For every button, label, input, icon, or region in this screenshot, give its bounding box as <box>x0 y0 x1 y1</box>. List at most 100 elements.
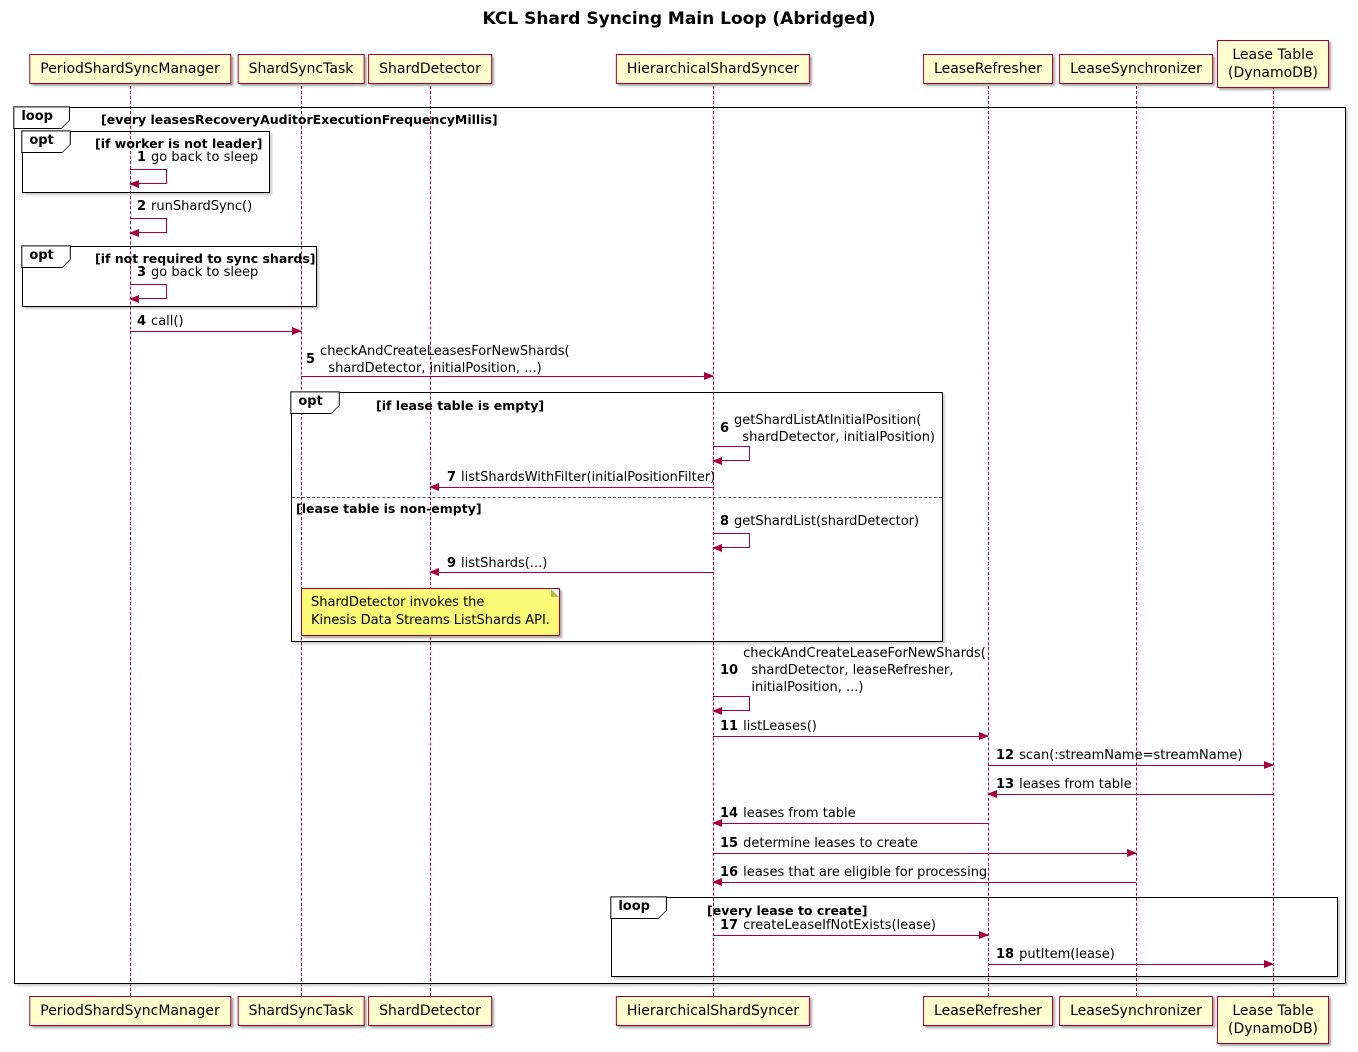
lifeline-leasesynchronizer <box>1136 86 1137 996</box>
participant-bottom-leasesynchronizer: LeaseSynchronizer <box>1059 996 1213 1027</box>
message-arrow-9 <box>429 568 713 576</box>
participant-top-hierarchicalshardsyncer: HierarchicalShardSyncer <box>615 54 811 85</box>
message-label-13: 13 leases from table <box>996 777 1132 794</box>
message-arrow-7 <box>429 483 713 491</box>
message-number: 10 <box>720 662 739 678</box>
message-number: 16 <box>720 865 739 880</box>
message-label-11: 11 listLeases() <box>720 719 817 736</box>
message-text: determine leases to create <box>743 836 918 851</box>
message-label-18: 18 putItem(lease) <box>996 947 1115 964</box>
message-label-1: 1 go back to sleep <box>137 150 258 167</box>
opt-shards-operator: opt <box>22 246 69 267</box>
message-label-16: 16 leases that are eligible for processi… <box>720 865 987 882</box>
message-arrow-12 <box>988 761 1274 769</box>
message-arrow-14 <box>712 819 988 827</box>
lifeline-shardsynctask <box>301 86 302 996</box>
outer-loop-operator: loop <box>14 107 69 128</box>
message-text: listLeases() <box>743 719 817 734</box>
message-number: 8 <box>720 514 730 529</box>
message-number: 5 <box>306 352 316 368</box>
opt-lease-frame: opt [if lease table is empty] [lease tab… <box>291 392 943 642</box>
lifeline-leaserefresher <box>988 86 989 996</box>
message-number: 17 <box>720 918 739 933</box>
participant-bottom-leasetable: Lease Table (DynamoDB) <box>1216 996 1330 1045</box>
lifeline-hierarchicalshardsyncer <box>713 86 714 996</box>
message-label-12: 12 scan(:streamName=streamName) <box>996 748 1242 765</box>
participant-top-shardsynctask: ShardSyncTask <box>237 54 365 85</box>
participant-top-leasetable: Lease Table (DynamoDB) <box>1216 40 1330 89</box>
message-text: go back to sleep <box>151 265 259 280</box>
message-arrow-11 <box>713 732 989 740</box>
opt-lease-operator-tab: opt <box>290 391 339 414</box>
message-label-7: 7 listShardsWithFilter(initialPositionFi… <box>447 470 715 487</box>
lifeline-sharddetector <box>430 86 431 996</box>
message-number: 2 <box>137 199 147 214</box>
message-label-9: 9 listShards(...) <box>447 556 547 573</box>
message-arrow-18 <box>988 960 1274 968</box>
lifeline-periodshardsyncmanager <box>130 86 131 996</box>
message-text: leases from table <box>1019 777 1132 792</box>
message-text: checkAndCreateLeasesForNewShards( shardD… <box>320 344 570 376</box>
opt-shards-condition: [if not required to sync shards] <box>95 251 316 266</box>
opt-lease-else-condition: [lease table is non-empty] <box>296 501 482 516</box>
inner-loop-operator: loop <box>611 897 666 918</box>
participant-top-periodshardsyncmanager: PeriodShardSyncManager <box>29 54 231 85</box>
participant-bottom-shardsynctask: ShardSyncTask <box>237 996 365 1027</box>
message-arrow-5 <box>301 372 714 380</box>
message-text: listShards(...) <box>461 556 548 571</box>
message-text: leases from table <box>743 806 856 821</box>
message-label-3: 3 go back to sleep <box>137 265 258 282</box>
opt-worker-operator-tab: opt <box>21 130 70 153</box>
outer-loop-operator-tab: loop <box>13 106 70 129</box>
message-text: putItem(lease) <box>1019 947 1115 962</box>
self-message-arrow-10 <box>712 696 750 715</box>
message-number: 11 <box>720 719 739 734</box>
opt-worker-operator: opt <box>22 131 69 152</box>
message-label-8: 8 getShardList(shardDetector) <box>720 514 919 531</box>
participant-bottom-leaserefresher: LeaseRefresher <box>923 996 1053 1027</box>
message-arrow-13 <box>987 790 1273 798</box>
lifeline-leasetable <box>1273 86 1274 996</box>
inner-loop-operator-tab: loop <box>610 896 667 919</box>
self-message-arrow-3 <box>129 284 167 303</box>
message-arrow-17 <box>713 931 989 939</box>
message-number: 14 <box>720 806 739 821</box>
participant-bottom-periodshardsyncmanager: PeriodShardSyncManager <box>29 996 231 1027</box>
message-text: getShardListAtInitialPosition( shardDete… <box>734 413 936 445</box>
message-text: checkAndCreateLeaseForNewShards( shardDe… <box>743 646 986 695</box>
message-number: 15 <box>720 836 739 851</box>
self-message-arrow-6 <box>712 446 750 465</box>
self-message-arrow-8 <box>712 533 750 552</box>
opt-worker-condition: [if worker is not leader] <box>95 136 263 151</box>
message-text: getShardList(shardDetector) <box>734 514 920 529</box>
message-number: 6 <box>720 421 730 437</box>
message-label-4: 4 call() <box>137 314 184 331</box>
opt-lease-condition: [if lease table is empty] <box>376 398 545 413</box>
outer-loop-frame: loop [every leasesRecoveryAuditorExecuti… <box>14 107 1346 984</box>
message-text: call() <box>151 314 184 329</box>
note-sharddetector-listshards: ShardDetector invokes the Kinesis Data S… <box>301 588 560 637</box>
message-number: 4 <box>137 314 147 329</box>
message-number: 1 <box>137 150 147 165</box>
message-label-14: 14 leases from table <box>720 806 856 823</box>
opt-lease-else-divider <box>292 497 942 498</box>
message-number: 18 <box>996 947 1015 962</box>
message-number: 7 <box>447 470 457 485</box>
message-arrow-15 <box>713 849 1137 857</box>
message-label-10: 10 checkAndCreateLeaseForNewShards( shar… <box>720 646 986 697</box>
message-label-2: 2 runShardSync() <box>137 199 252 216</box>
inner-loop-frame: loop [every lease to create] <box>611 897 1338 977</box>
message-label-15: 15 determine leases to create <box>720 836 918 853</box>
message-text: scan(:streamName=streamName) <box>1019 748 1243 763</box>
diagram-title: KCL Shard Syncing Main Loop (Abridged) <box>482 9 876 29</box>
message-text: listShardsWithFilter(initialPositionFilt… <box>461 470 716 485</box>
message-number: 13 <box>996 777 1015 792</box>
opt-lease-operator: opt <box>291 392 338 413</box>
participant-top-leaserefresher: LeaseRefresher <box>923 54 1053 85</box>
inner-loop-condition: [every lease to create] <box>707 903 868 918</box>
message-label-17: 17 createLeaseIfNotExists(lease) <box>720 918 936 935</box>
opt-worker-frame: opt [if worker is not leader] <box>22 131 270 193</box>
message-text: go back to sleep <box>151 150 259 165</box>
message-arrow-4 <box>130 327 302 335</box>
